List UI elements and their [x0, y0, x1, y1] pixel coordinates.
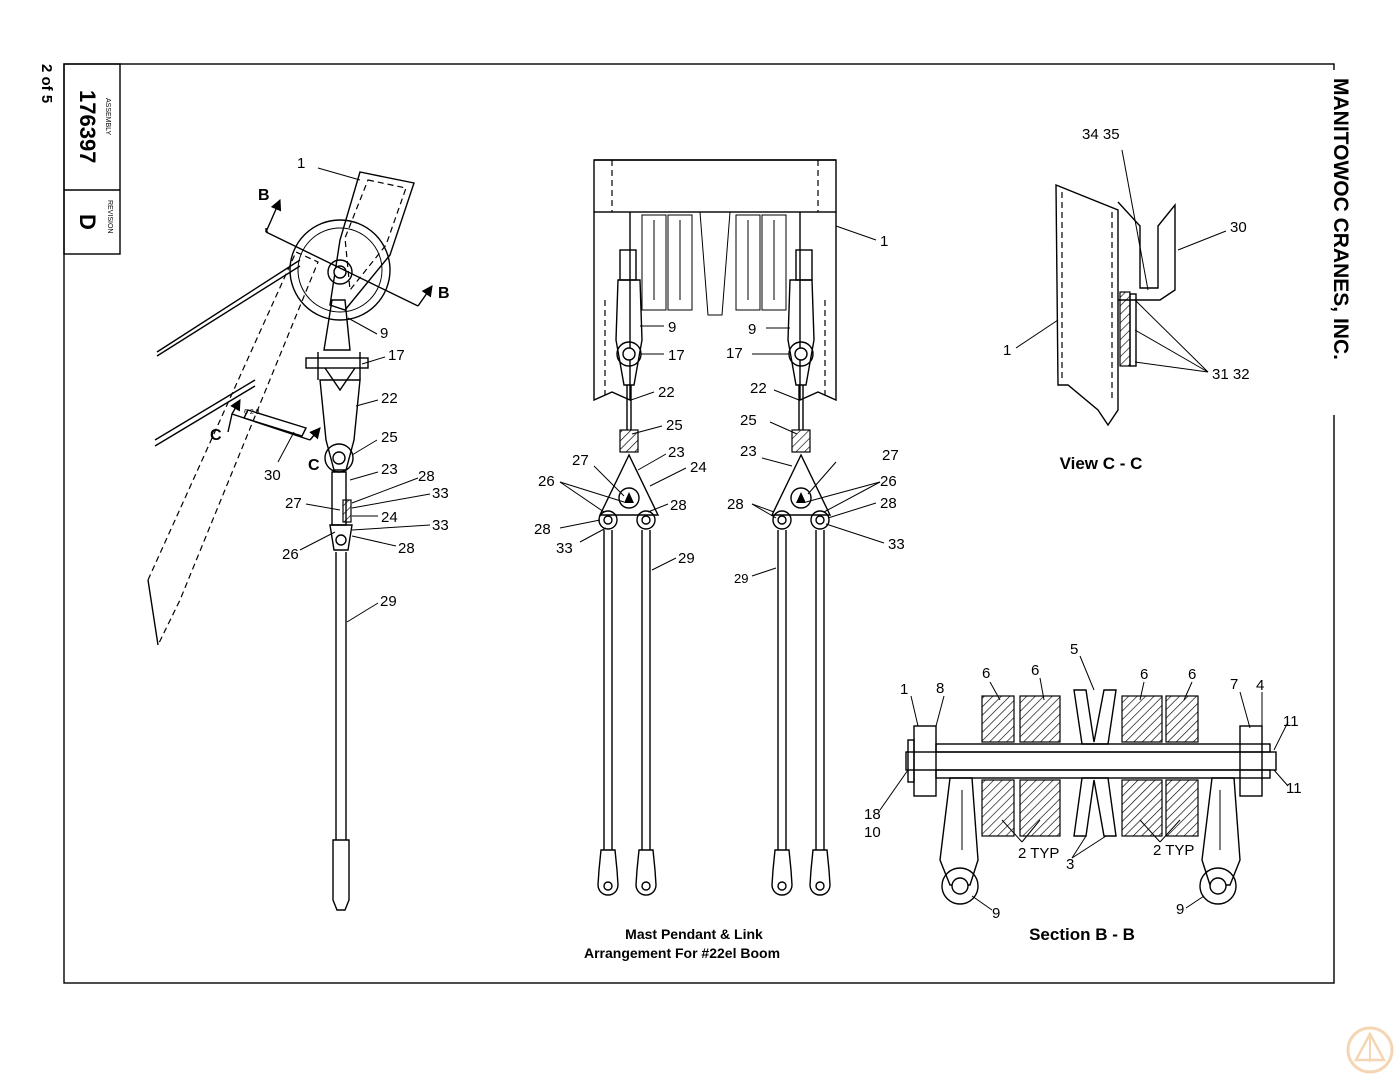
section-callout: 5	[1070, 641, 1078, 658]
section-callout: 6	[1188, 666, 1196, 683]
view-cc-caption: View C - C	[1060, 454, 1143, 473]
section-callout: 3	[1066, 856, 1074, 873]
section-callout: 11	[1286, 780, 1302, 797]
front-view-caption-line-2: Arrangement For #22el Boom	[584, 945, 780, 961]
front-callout: 27	[882, 447, 899, 464]
left-callout: 9	[380, 325, 388, 342]
front-callout: 9	[748, 321, 756, 338]
left-callout: 23	[381, 461, 398, 478]
section-callout: 7	[1230, 676, 1238, 693]
left-callout: 17	[388, 347, 405, 364]
front-view: 1 9 9 17 17 22 22 25 25 23 23 27 24 27 2…	[534, 159, 905, 961]
front-callout: 26	[880, 473, 897, 490]
view-cc-callout: 1	[1003, 342, 1011, 359]
left-callout: 24	[381, 509, 398, 526]
left-callout: 27	[285, 495, 302, 512]
front-callout: 17	[668, 347, 685, 364]
left-callout: 1	[297, 155, 305, 172]
section-callout: 2 TYP	[1153, 842, 1194, 859]
front-callout: 23	[668, 444, 685, 461]
front-callout: 29	[734, 571, 748, 586]
watermark-logo-icon	[1346, 1026, 1394, 1074]
section-callout: 11	[1283, 713, 1299, 730]
left-callout: 22	[381, 390, 398, 407]
front-callout: 1	[880, 233, 888, 250]
section-callout: 2 TYP	[1018, 845, 1059, 862]
front-callout: 17	[726, 345, 743, 362]
left-callout: 28	[418, 468, 435, 485]
front-callout: 22	[750, 380, 767, 397]
view-c-c: 34 35 30 1 31 32 View C - C	[1003, 126, 1250, 473]
assembly-number: 176397	[75, 90, 100, 163]
left-callout: 33	[432, 517, 449, 534]
section-callout: 9	[1176, 901, 1184, 918]
front-callout: 25	[666, 417, 683, 434]
view-cc-callout: 31 32	[1212, 366, 1250, 383]
left-callout: 25	[381, 429, 398, 446]
front-callout: 22	[658, 384, 675, 401]
left-callout: 29	[380, 593, 397, 610]
section-b-b: 5 6 6 6 6 1 8 7 4 11 11 18 10 2 TYP 3 2 …	[864, 641, 1302, 944]
section-callout: 10	[864, 824, 881, 841]
section-bb-caption: Section B - B	[1029, 925, 1135, 944]
section-marker-c-left: C	[210, 427, 222, 444]
front-callout: 25	[740, 412, 757, 429]
revision-label: REVISION	[106, 200, 113, 233]
front-callout: 28	[880, 495, 897, 512]
front-view-caption-line-1: Mast Pendant & Link	[625, 926, 763, 942]
front-callout: 28	[534, 521, 551, 538]
section-marker-b-left: B	[258, 187, 270, 204]
front-callout: 9	[668, 319, 676, 336]
view-cc-callout: 34 35	[1082, 126, 1120, 143]
front-callout: 28	[727, 496, 744, 513]
section-callout: 8	[936, 680, 944, 697]
section-callout: 4	[1256, 677, 1264, 694]
left-callout: 28	[398, 540, 415, 557]
left-callout: 30	[264, 467, 281, 484]
section-callout: 6	[1140, 666, 1148, 683]
front-callout: 26	[538, 473, 555, 490]
front-callout: 23	[740, 443, 757, 460]
left-callout: 33	[432, 485, 449, 502]
view-cc-callout: 30	[1230, 219, 1247, 236]
section-callout: 18	[864, 806, 881, 823]
front-callout: 33	[556, 540, 573, 557]
svg-text:6 2 8: 6 2 8	[244, 409, 260, 416]
section-marker-b-right: B	[438, 285, 450, 302]
section-callout: 1	[900, 681, 908, 698]
front-callout: 33	[888, 536, 905, 553]
left-callout: 26	[282, 546, 299, 563]
front-callout: 24	[690, 459, 707, 476]
section-marker-c-right: C	[308, 457, 320, 474]
section-callout: 6	[1031, 662, 1039, 679]
front-callout: 27	[572, 452, 589, 469]
sheet-number: 2 of 5	[38, 64, 55, 103]
front-callout: 28	[670, 497, 687, 514]
left-side-view: B B C C 6 2 8 1 9 17 22 25 23 28 33	[147, 155, 450, 911]
drawing-border	[63, 63, 1335, 984]
assembly-label: ASSEMBLY	[104, 98, 111, 136]
section-callout: 6	[982, 665, 990, 682]
front-callout: 29	[678, 550, 695, 567]
company-name: MANITOWOC CRANES, INC.	[1329, 78, 1352, 360]
section-callout: 9	[992, 905, 1000, 922]
title-block: 2 of 5 ASSEMBLY 176397 REVISION D	[38, 63, 121, 255]
revision-letter: D	[75, 214, 100, 230]
